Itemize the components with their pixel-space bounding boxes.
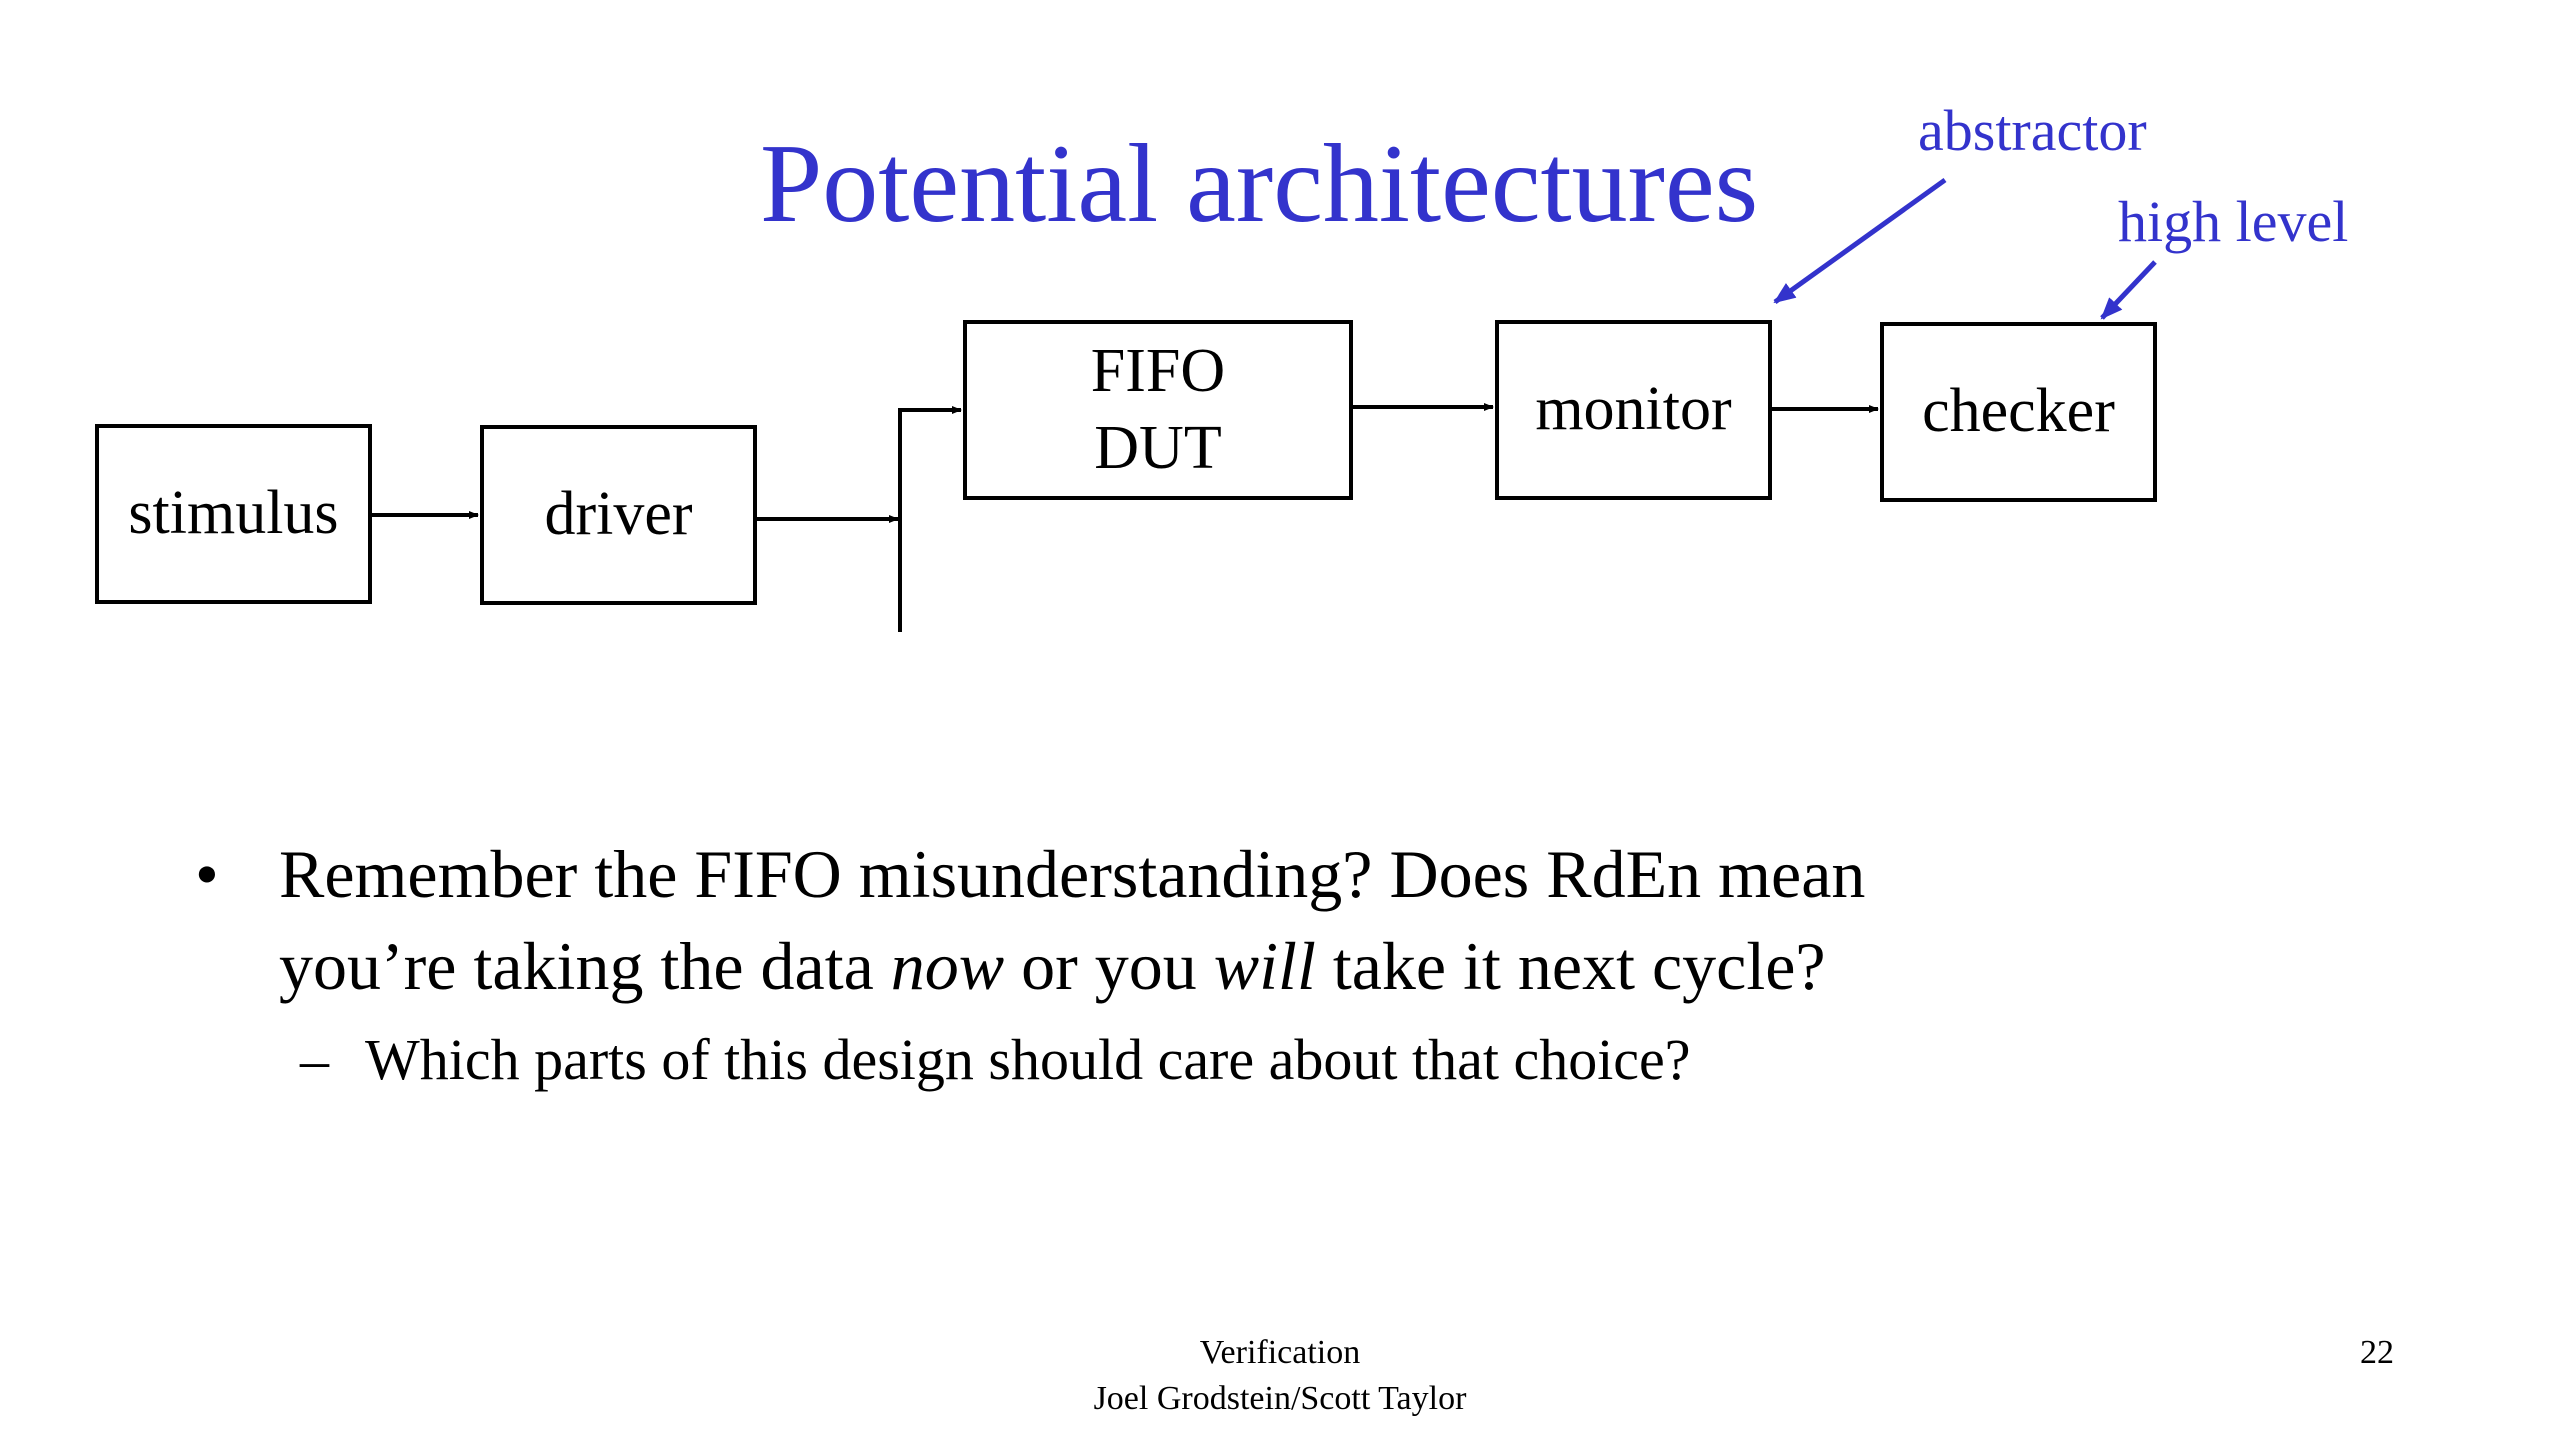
checker-block: checker (1880, 322, 2157, 502)
emphasis-will: will (1213, 928, 1316, 1004)
emphasis-now: now (890, 928, 1005, 1004)
footer-authors: Joel Grodstein/Scott Taylor (1093, 1380, 1467, 1417)
fifo-dut-block: FIFO DUT (963, 320, 1353, 500)
bullet-dot: • (195, 836, 219, 912)
sub-bullet-text: Which parts of this design should care a… (365, 1027, 1691, 1092)
slide-title: Potential architectures (760, 122, 1759, 246)
bullet-text: you’re taking the data (279, 928, 891, 1004)
bullet-text: take it next cycle? (1315, 928, 1826, 1004)
monitor-block: monitor (1495, 320, 1772, 500)
driver-block: driver (480, 425, 757, 605)
stimulus-label: stimulus (128, 479, 339, 548)
bullet-text: or you (1004, 928, 1214, 1004)
bullet-item: • Remember the FIFO misunderstanding? Do… (195, 828, 2195, 1012)
bullet-line-2: you’re taking the data now or you will t… (279, 920, 2195, 1012)
sub-bullet-item: – Which parts of this design should care… (195, 1018, 2195, 1102)
bullet-list: • Remember the FIFO misunderstanding? Do… (195, 828, 2195, 1102)
abstractor-annotation: abstractor (1918, 98, 2147, 163)
stimulus-block: stimulus (95, 424, 372, 604)
checker-label: checker (1922, 377, 2115, 446)
footer: Verification Joel Grodstein/Scott Taylor (980, 1330, 1580, 1422)
dut-label: DUT (1094, 414, 1222, 482)
footer-title: Verification (1199, 1334, 1361, 1371)
fifo-label: FIFO (1090, 336, 1226, 405)
arrow-high-level (2100, 260, 2157, 320)
monitor-label: monitor (1535, 375, 1732, 444)
sub-bullet-dash: – (300, 1027, 329, 1092)
driver-label: driver (544, 480, 693, 549)
high-level-annotation: high level (2118, 189, 2349, 254)
arrow-abstractor (1773, 177, 1947, 305)
page-number: 22 (2360, 1334, 2394, 1371)
bullet-line-1: Remember the FIFO misunderstanding? Does… (279, 836, 1866, 912)
